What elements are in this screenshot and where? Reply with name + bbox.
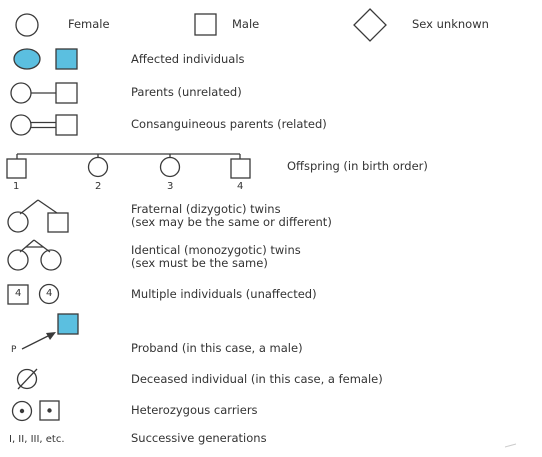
proband-arrow-head bbox=[46, 332, 56, 340]
generations-symbol: I, II, III, etc. bbox=[9, 434, 65, 445]
parents-male-symbol bbox=[55, 82, 78, 104]
parents-label: Parents (unrelated) bbox=[131, 85, 242, 99]
identical-label-line1: Identical (monozygotic) twins bbox=[131, 243, 301, 257]
female-label: Female bbox=[68, 17, 110, 31]
carriers-label: Heterozygous carriers bbox=[131, 403, 258, 417]
deceased-female-symbol bbox=[16, 368, 38, 390]
male-symbol bbox=[194, 13, 217, 36]
offspring-2-female bbox=[87, 156, 109, 178]
multiple-females-count: 4 bbox=[46, 288, 53, 299]
multiple-males-symbol bbox=[7, 284, 29, 305]
proband-label: Proband (in this case, a male) bbox=[131, 341, 303, 355]
sex-unknown-symbol bbox=[353, 8, 387, 42]
offspring-number-2: 2 bbox=[95, 181, 102, 192]
affected-female-symbol bbox=[13, 48, 41, 70]
carrier-male-dot bbox=[47, 408, 52, 413]
consanguineous-label: Consanguineous parents (related) bbox=[131, 117, 327, 131]
fraternal-twin-female bbox=[7, 211, 29, 233]
parents-female-symbol bbox=[10, 82, 32, 104]
fraternal-twin-male bbox=[47, 212, 69, 233]
fraternal-label-line2: (sex may be the same or different) bbox=[131, 215, 332, 229]
offspring-label: Offspring (in birth order) bbox=[287, 159, 428, 173]
offspring-3-female bbox=[159, 156, 181, 178]
carrier-female-symbol bbox=[11, 400, 33, 422]
consanguineous-female-symbol bbox=[10, 114, 32, 136]
consanguineous-male-symbol bbox=[55, 114, 78, 136]
fraternal-twin-line-left bbox=[19, 199, 39, 215]
proband-marker: P bbox=[11, 345, 17, 355]
multiple-females-symbol bbox=[38, 283, 60, 305]
offspring-number-1: 1 bbox=[13, 181, 20, 192]
carrier-female-dot bbox=[19, 408, 25, 414]
affected-male-symbol bbox=[55, 48, 78, 70]
fraternal-twin-line-right bbox=[37, 199, 58, 214]
identical-twin-1 bbox=[7, 249, 29, 271]
generations-label: Successive generations bbox=[131, 431, 267, 445]
offspring-4-male bbox=[230, 158, 251, 179]
offspring-number-4: 4 bbox=[237, 181, 244, 192]
multiple-males-count: 4 bbox=[15, 288, 22, 299]
identical-label-line2: (sex must be the same) bbox=[131, 256, 268, 270]
male-label: Male bbox=[232, 17, 260, 31]
decorative-stroke bbox=[504, 443, 517, 448]
offspring-1-male bbox=[6, 158, 27, 179]
identical-twin-line-left bbox=[19, 239, 35, 253]
multiple-label: Multiple individuals (unaffected) bbox=[131, 287, 317, 301]
proband-arrow-shaft bbox=[21, 333, 53, 350]
female-symbol bbox=[15, 13, 39, 37]
identical-twin-2 bbox=[40, 249, 62, 271]
deceased-slash bbox=[17, 368, 38, 390]
fraternal-label-line1: Fraternal (dizygotic) twins bbox=[131, 202, 281, 216]
carrier-male-symbol bbox=[39, 400, 60, 421]
offspring-number-3: 3 bbox=[167, 181, 174, 192]
sex-unknown-label: Sex unknown bbox=[412, 17, 489, 31]
affected-label: Affected individuals bbox=[131, 52, 245, 66]
proband-male-symbol bbox=[57, 313, 79, 335]
identical-twin-line-right bbox=[33, 239, 51, 253]
deceased-label: Deceased individual (in this case, a fem… bbox=[131, 372, 383, 386]
